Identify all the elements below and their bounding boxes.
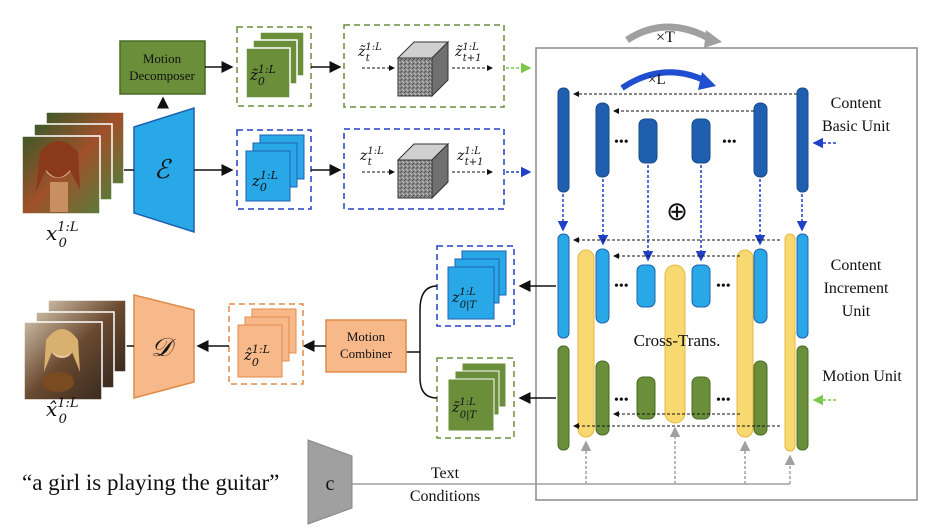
ciu-dots-2: •••: [716, 279, 731, 294]
content-noise-cube: [396, 142, 450, 200]
content-increment-label-2: Increment: [824, 280, 889, 297]
text-conditions-label-2: Conditions: [410, 488, 480, 505]
basic-to-increment-connectors: [557, 165, 808, 262]
encoder-block: [133, 106, 195, 234]
motion-combiner-label-2: Combiner: [340, 346, 393, 361]
content-increment-unit-row: [557, 233, 809, 339]
content-basic-unit-label-2: Basic Unit: [822, 118, 891, 135]
loop-T-label: ×T: [656, 29, 675, 46]
mu-dots-1: •••: [614, 393, 629, 408]
combiner-bracket: [419, 285, 438, 399]
text-encoder-block: [307, 439, 353, 525]
motion-combiner-block: [325, 319, 407, 373]
motion-decomposer-label-2: Decomposer: [129, 68, 195, 83]
cbu-dots-1: •••: [614, 135, 629, 150]
z0hat-stack: [237, 308, 297, 378]
content-basic-unit-row: [557, 87, 809, 193]
content-increment-label-1: Content: [831, 257, 882, 274]
motion-unit-row: [557, 345, 809, 451]
motion-unit-label: Motion Unit: [822, 368, 902, 385]
cross-trans-label: Cross-Trans.: [634, 331, 721, 350]
loop-L-label: ×L: [648, 72, 666, 88]
loop-T-arrow: [625, 23, 722, 48]
z0T-motion-stack: [447, 362, 507, 432]
z0hat-dashed-box: [228, 303, 304, 385]
ciu-dots-1: •••: [614, 279, 629, 294]
motion-diffusion-box: [343, 24, 505, 108]
motion-decomposer-label-1: Motion: [143, 51, 182, 66]
motion-noise-cube: [396, 40, 450, 98]
content-basic-unit-label-1: Content: [831, 95, 882, 112]
unet-panel: [535, 47, 918, 501]
decoder-block: [133, 294, 195, 399]
text-condition-arrows: [580, 426, 796, 484]
input-video-frames: [21, 111, 125, 215]
text-encoder-label: c: [326, 473, 335, 495]
encoder-symbol: ℰ: [154, 155, 172, 185]
z0-content-stack: [245, 134, 305, 202]
oplus-symbol: ⊕: [666, 197, 688, 226]
motion-decomposer-block: [119, 40, 206, 95]
cbu-dots-2: •••: [722, 135, 737, 150]
content-increment-label-3: Unit: [842, 303, 871, 320]
loop-L-arrow: [620, 69, 716, 91]
z0T-content-stack: [447, 250, 507, 320]
z0-motion-stack: [245, 31, 305, 99]
text-conditions-label-1: Text: [431, 465, 460, 482]
cross-trans-bars: [577, 233, 796, 452]
prompt-text: “a girl is playing the guitar”: [22, 470, 279, 495]
content-diffusion-box: [343, 128, 505, 210]
motion-combiner-label-1: Motion: [347, 329, 386, 344]
output-video-frames: [23, 299, 127, 401]
mu-dots-2: •••: [716, 393, 731, 408]
